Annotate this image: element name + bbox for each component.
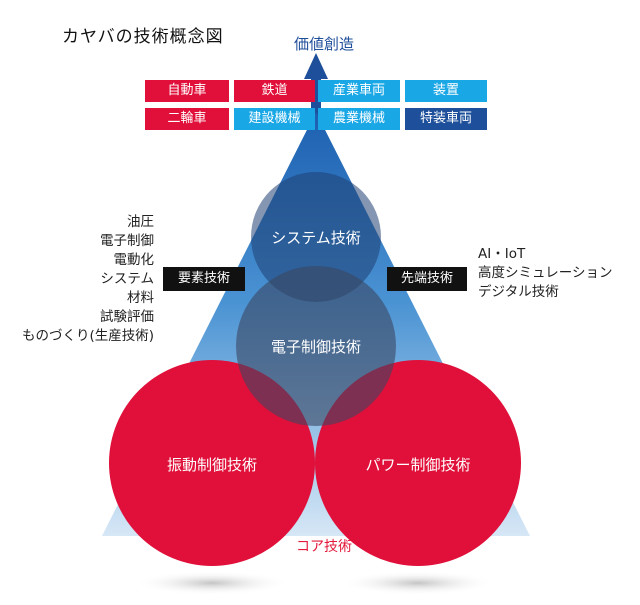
list-item: 高度シミュレーション [478,265,613,281]
list-item: 試験評価 [100,309,154,325]
list-item: ものづくり(生産技術) [21,328,154,344]
vibration-control-circle [109,360,315,566]
tag-special-vehicle: 特装車両 [405,108,487,130]
vibration-control-label: 振動制御技術 [166,456,257,474]
shadow-right [340,571,496,595]
system-tech-label: システム技術 [271,229,361,247]
tag-railway: 鉄道 [234,80,315,102]
power-control-label: パワー制御技術 [365,456,471,474]
list-item: 電動化 [113,252,155,268]
value-creation-label: 価値創造 [293,35,354,53]
diagram-title: カヤバの技術概念図 [62,27,224,47]
element-tech-box: 要素技術 [163,267,245,291]
tag-construction-machinery: 建設機械 [234,108,315,130]
element-tech-list: 油圧 電子制御 電動化 システム 材料 試験評価 ものづくり(生産技術) [22,213,154,346]
list-item: 油圧 [127,214,154,230]
advanced-tech-box: 先端技術 [387,267,467,291]
tag-motorcycle: 二輪車 [145,108,229,130]
tag-equipment: 装置 [405,80,487,102]
tag-automobile: 自動車 [145,80,229,102]
shadow-left [134,571,290,595]
arrow-shaft [311,78,321,138]
advanced-tech-list: AI・IoT 高度シミュレーション デジタル技術 [478,245,612,302]
electronic-control-label: 電子制御技術 [270,338,361,356]
list-item: 材料 [127,290,154,306]
tag-industrial-vehicle: 産業車両 [318,80,400,102]
list-item: システム [100,271,154,287]
list-item: 電子制御 [100,233,154,249]
list-item: AI・IoT [478,246,526,262]
electronic-control-circle [236,266,396,426]
list-item: デジタル技術 [478,284,559,300]
power-control-circle [315,360,521,566]
tag-agricultural-machinery: 農業機械 [318,108,400,130]
arrow-head [304,53,328,79]
core-tech-label: コア技術 [296,539,352,555]
system-tech-circle [251,172,381,302]
